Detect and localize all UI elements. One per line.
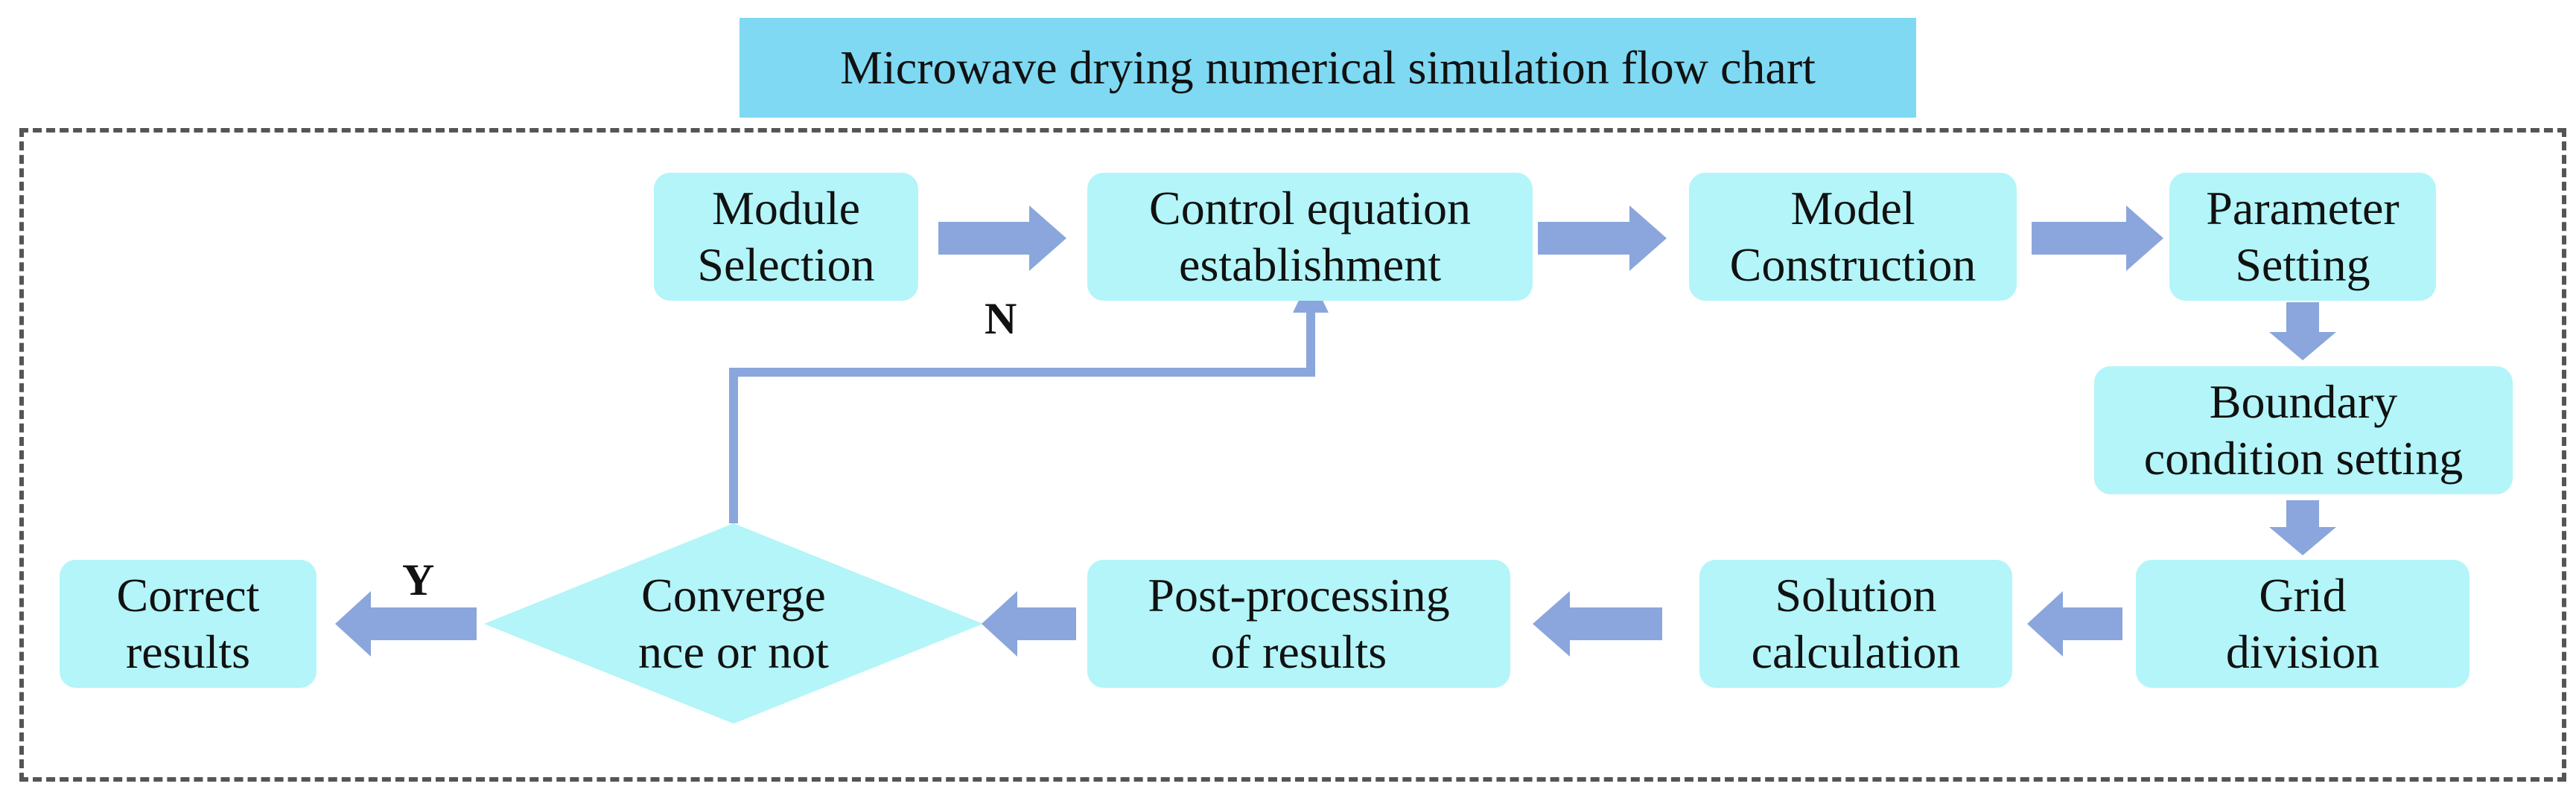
arrow-solution-to-post bbox=[1533, 591, 1662, 657]
arrow-boundary-to-grid bbox=[2269, 500, 2336, 555]
edge-label-no: N bbox=[985, 294, 1017, 343]
arrow-grid-to-solution bbox=[2027, 591, 2122, 657]
node-correct-results: Correct results bbox=[60, 560, 317, 688]
node-parameter-setting: Parameter Setting bbox=[2169, 173, 2436, 301]
node-boundary-condition: Boundary condition setting bbox=[2094, 366, 2513, 494]
edge-label-yes: Y bbox=[402, 555, 435, 604]
arrow-post-to-converge bbox=[982, 591, 1076, 657]
node-module-selection: Module Selection bbox=[654, 173, 918, 301]
arrow-module-to-control bbox=[938, 205, 1066, 271]
dashed-frame bbox=[19, 128, 2566, 782]
arrow-control-to-model bbox=[1538, 205, 1667, 271]
node-post-processing: Post-processing of results bbox=[1087, 560, 1510, 688]
node-control-equation: Control equation establishment bbox=[1087, 173, 1533, 301]
node-solution-calculation: Solution calculation bbox=[1699, 560, 2012, 688]
node-converge-label: Converge nce or not bbox=[638, 569, 829, 678]
arrow-model-to-parameter bbox=[2032, 205, 2163, 271]
diagram-title: Microwave drying numerical simulation fl… bbox=[740, 18, 1916, 118]
converge-decision-diamond bbox=[484, 523, 983, 724]
arrow-parameter-to-boundary bbox=[2269, 302, 2336, 360]
arrow-converge-to-correct bbox=[335, 591, 477, 657]
arrow-converge-to-control-feedback bbox=[729, 313, 1315, 523]
node-model-construction: Model Construction bbox=[1689, 173, 2017, 301]
node-grid-division: Grid division bbox=[2136, 560, 2470, 688]
